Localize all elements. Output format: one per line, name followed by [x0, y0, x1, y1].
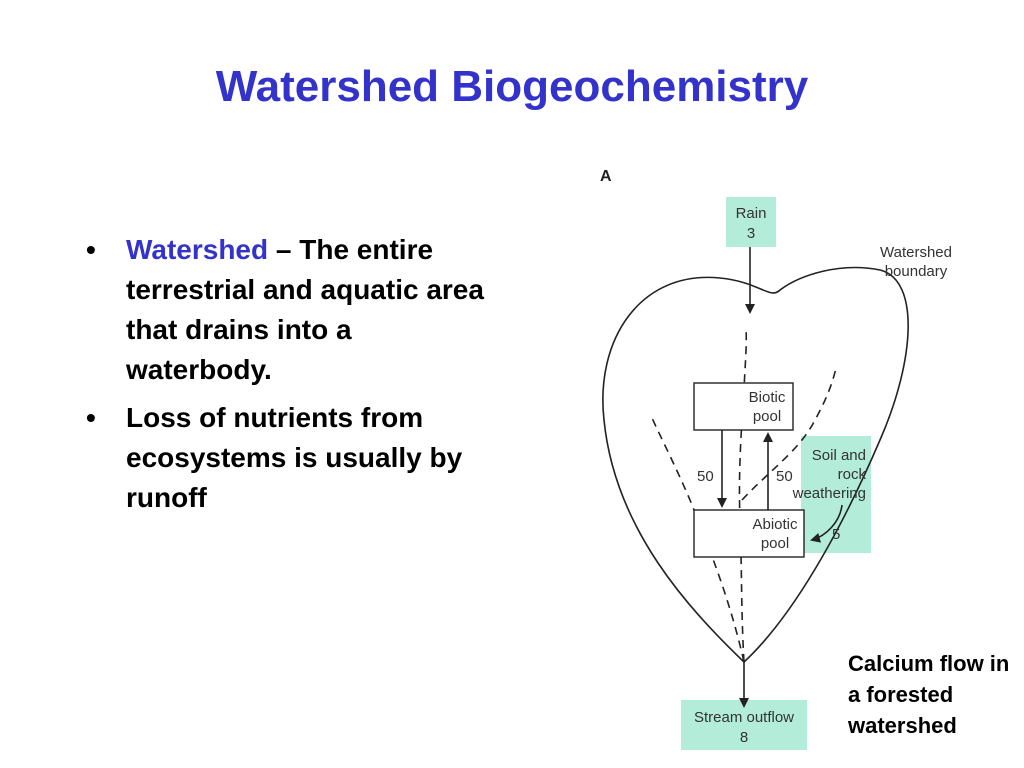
bullet-term: Watershed: [126, 234, 269, 265]
bullet-item-runoff: • Loss of nutrients from ecosystems is u…: [86, 398, 496, 518]
biotic-pool-label: Biotic: [749, 389, 786, 406]
bullet-list: • Watershed – The entire terrestrial and…: [86, 230, 496, 526]
watershed-boundary: [602, 266, 909, 664]
flow-down-value: 50: [697, 468, 714, 485]
abiotic-pool-box: [693, 509, 805, 558]
rain-box: [726, 197, 776, 247]
panel-label: A: [600, 168, 612, 185]
weathering-value: 5: [832, 526, 840, 543]
slide-title: Watershed Biogeochemistry: [215, 62, 809, 111]
abiotic-pool-label-2: pool: [761, 535, 789, 552]
figure-caption: Calcium flow in a forested watershed: [848, 651, 1010, 738]
bullet-text: Loss of nutrients from ecosystems is usu…: [126, 402, 463, 513]
weathering-label-1: Soil and: [812, 447, 866, 464]
stream-main-channel: [738, 329, 748, 663]
biotic-pool-label-2: pool: [753, 408, 781, 425]
flow-up-value: 50: [776, 468, 793, 485]
bullet-dot: •: [86, 402, 96, 433]
boundary-label-1: Watershed: [880, 244, 952, 261]
stream-right-channel: [741, 367, 837, 501]
bullet-dot: •: [86, 234, 96, 265]
boundary-label-2: boundary: [885, 263, 948, 280]
weathering-label-3: weathering: [792, 485, 866, 502]
weathering-label-2: rock: [838, 466, 867, 483]
rain-label: Rain: [736, 205, 767, 222]
rain-value: 3: [747, 225, 755, 242]
abiotic-pool-label: Abiotic: [752, 516, 798, 533]
bullet-item-watershed: • Watershed – The entire terrestrial and…: [86, 230, 496, 390]
outflow-value: 8: [740, 729, 748, 746]
outflow-label: Stream outflow: [694, 709, 794, 726]
weathering-arrow: [810, 504, 843, 543]
biotic-pool-box: [693, 382, 794, 431]
bullet-text: – The entire terrestrial and aquatic are…: [126, 234, 484, 385]
outflow-box: [681, 700, 807, 750]
